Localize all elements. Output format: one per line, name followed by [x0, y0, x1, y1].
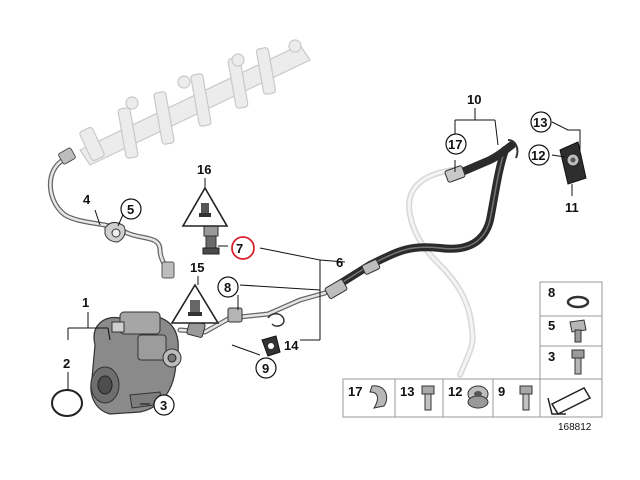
legend-right-8: 8: [548, 285, 555, 300]
callout-8: 8: [224, 280, 231, 295]
collar-bolt-icon: [569, 319, 587, 343]
flange-bolt-icon: [519, 385, 533, 411]
return-line-ghost: [406, 167, 476, 378]
callout-6: 6: [336, 255, 343, 270]
hex-bolt-icon: [421, 385, 435, 411]
pressure-sensor-7: [202, 225, 220, 255]
legend-bottom-17: 17: [348, 384, 362, 399]
circle-8: [217, 276, 239, 298]
clip-icon: [369, 385, 388, 409]
circle-3: [153, 394, 175, 416]
callout-2: 2: [63, 356, 70, 371]
callout-7: 7: [236, 241, 243, 256]
callout-14: 14: [284, 338, 299, 353]
legend-bottom-12: 12: [448, 384, 462, 399]
callout-10: 10: [467, 92, 481, 107]
legend-right-5: 5: [548, 318, 555, 333]
diagram-id: 168812: [558, 422, 592, 433]
fuel-rail-ghost: [79, 39, 311, 166]
circle-9: [255, 357, 277, 379]
circle-13: [530, 111, 552, 133]
circle-17: [445, 133, 467, 155]
legend-right-3: 3: [548, 349, 555, 364]
legend-bottom-9: 9: [498, 384, 505, 399]
fuel-line-4: [47, 155, 171, 275]
bracket-11: [559, 141, 587, 185]
circle-12: [528, 144, 550, 166]
grommet-icon: [467, 385, 489, 409]
seal-ring-icon: [566, 295, 590, 309]
callout-16: 16: [197, 162, 211, 177]
seal-ring-2: [51, 389, 83, 417]
legend-right: 8 5 3: [539, 281, 603, 380]
callout-13: 13: [533, 115, 547, 130]
legend-bottom: 17 13 12 9: [342, 378, 603, 418]
callout-4: 4: [83, 192, 91, 207]
callout-15: 15: [190, 260, 204, 275]
callout-9: 9: [262, 361, 269, 376]
legend-bottom-13: 13: [400, 384, 414, 399]
callout-12: 12: [531, 148, 545, 163]
reference-arrow-icon: [547, 387, 592, 415]
callout-1: 1: [82, 295, 89, 310]
circle-5: [120, 198, 142, 220]
clamp-5: [104, 222, 126, 243]
callout-3: 3: [160, 398, 167, 413]
socket-bolt-icon: [571, 349, 585, 375]
callout-5: 5: [127, 202, 134, 217]
warning-triangle-15: [170, 283, 220, 324]
circle-7-highlight: [231, 236, 255, 260]
warning-triangle-16: [181, 186, 229, 227]
callout-11: 11: [565, 200, 579, 215]
hose-6-10: [326, 146, 509, 294]
callout-17: 17: [448, 137, 462, 152]
